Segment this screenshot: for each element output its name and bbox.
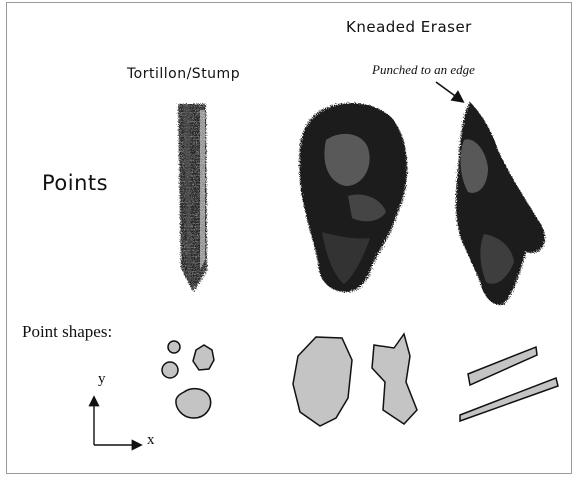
punched-edge-arrow [436, 82, 462, 101]
thin-edge-shape-top [468, 347, 537, 385]
hexagonal-blob-shape [193, 345, 214, 370]
kneaded-eraser-blob-illustration [299, 103, 407, 292]
point-shapes-heading: Point shapes: [22, 322, 112, 342]
circle-point-shapes [162, 341, 214, 418]
tortillon-stump-illustration [178, 104, 207, 292]
kneaded-eraser-punched-illustration [456, 102, 545, 305]
tortillon-stump-label: Tortillon/Stump [127, 66, 240, 82]
y-axis-label: y [98, 371, 106, 388]
medium-circle-shape [162, 362, 178, 378]
points-heading: Points [42, 171, 108, 195]
kneaded-eraser-label: Kneaded Eraser [346, 18, 472, 36]
irregular-polygon-shape [372, 334, 417, 424]
thin-edge-shape-bottom [460, 378, 558, 421]
x-axis-label: x [147, 432, 155, 449]
large-polygon-shape [293, 337, 352, 426]
small-circle-shape [168, 341, 180, 353]
large-blob-shape [176, 389, 211, 418]
xy-axes [94, 398, 140, 445]
punched-edge-note: Punched to an edge [372, 62, 475, 78]
